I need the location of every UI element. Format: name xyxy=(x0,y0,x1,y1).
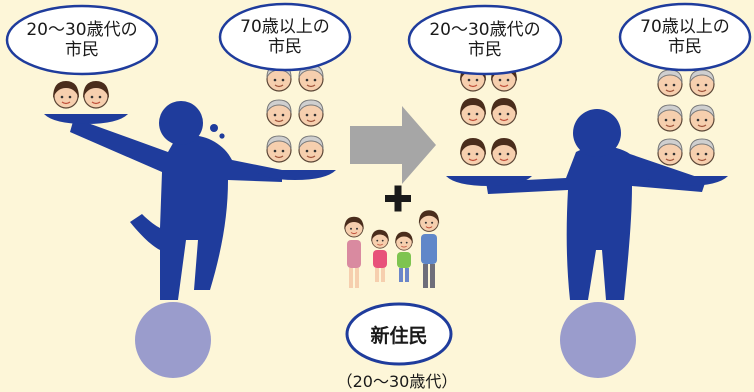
new-resident-badge-label: 新住民 xyxy=(370,325,428,347)
oval-right-old xyxy=(618,2,752,72)
left-balance-figure xyxy=(44,64,336,378)
left-old-label: 70歳以上の 市民 xyxy=(240,17,330,57)
oval-right-young xyxy=(407,4,563,76)
person-icon xyxy=(343,216,365,288)
right-figure-head xyxy=(573,109,621,157)
left-weight-ball xyxy=(135,302,211,378)
person-icon xyxy=(418,209,440,288)
right-balance-figure xyxy=(446,63,728,378)
right-young-label: 20〜30歳代の 市民 xyxy=(429,20,541,60)
left-figure-head xyxy=(159,101,203,145)
new-resident-family xyxy=(343,209,440,288)
right-weight-ball xyxy=(560,302,636,378)
person-icon xyxy=(394,231,414,282)
right-old-label: 70歳以上の 市民 xyxy=(640,17,730,57)
right-plate-young xyxy=(446,176,532,186)
right-plate-elder xyxy=(644,176,728,186)
right-figure-body xyxy=(486,146,706,300)
sweat-icon xyxy=(210,124,218,132)
oval-left-old xyxy=(218,2,352,72)
new-resident-age-caption: （20〜30歳代） xyxy=(336,372,458,391)
oval-left-young xyxy=(5,4,159,76)
plus-icon xyxy=(385,185,411,212)
left-young-label: 20〜30歳代の 市民 xyxy=(26,20,138,60)
person-icon xyxy=(370,229,390,282)
left-plate-young xyxy=(44,114,128,124)
arrow-right-icon xyxy=(350,106,436,184)
left-figure-body xyxy=(70,118,282,300)
left-plate-elder xyxy=(254,170,336,180)
new-resident-badge xyxy=(345,302,453,366)
